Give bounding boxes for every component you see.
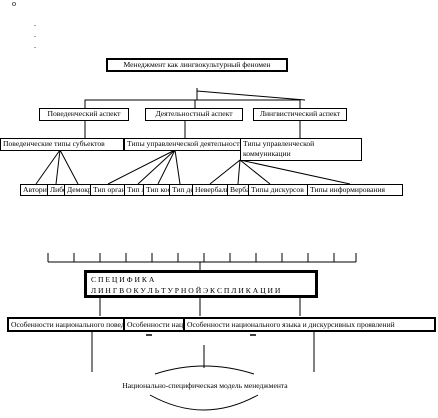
- subtype: Демократический: [64, 184, 91, 196]
- aspect-behavioral: Поведенческий аспект: [39, 108, 129, 121]
- root-node: Менеджмент как лингвокультурный феномен: [106, 58, 288, 72]
- subtype: Тип лидера: [124, 184, 144, 196]
- model-node: Национально-специфическая модель менеджм…: [122, 381, 288, 390]
- specifics-line1: С П Е Ц И Ф И К А: [91, 275, 155, 284]
- types-behavioral: Поведенческие типы субъектов: [0, 138, 124, 151]
- dot-mark: .: [34, 30, 36, 39]
- dot-mark: .: [34, 19, 36, 28]
- aspect-activity: Деятельностный аспект: [145, 108, 243, 121]
- subtype: Тип координатора: [143, 184, 170, 196]
- subtype: Авторитарный: [20, 184, 48, 196]
- circle-mark: o: [12, 0, 16, 8]
- types-communication: Типы управленческой коммуникации: [240, 138, 362, 161]
- subtype: Типы дискурсов: [248, 184, 308, 196]
- aspect-linguistic: Лингвистический аспект: [253, 108, 347, 121]
- dot-mark: .: [34, 41, 36, 50]
- subtype: Типы информирования: [307, 184, 403, 196]
- subtype: Тип организатора: [90, 184, 125, 196]
- subtype: Тип делегатора: [169, 184, 193, 196]
- specifics-line2: Л И Н Г В О К У Л Ь Т У Р Н О Й Э К С П …: [91, 286, 281, 295]
- subtype: Вербальные: [227, 184, 249, 196]
- subtype: Либеральный: [47, 184, 65, 196]
- feature-behavior: Особенности национального поведения: [7, 317, 125, 332]
- specifics-node: С П Е Ц И Ф И К А Л И Н Г В О К У Л Ь Т …: [84, 270, 318, 298]
- feature-activity: Особенности национальной деятельности: [123, 317, 185, 332]
- types-activity: Типы управленческой деятельности: [124, 138, 242, 151]
- subtype: Невербальные: [192, 184, 228, 196]
- feature-language: Особенности национального языка и дискур…: [183, 317, 436, 332]
